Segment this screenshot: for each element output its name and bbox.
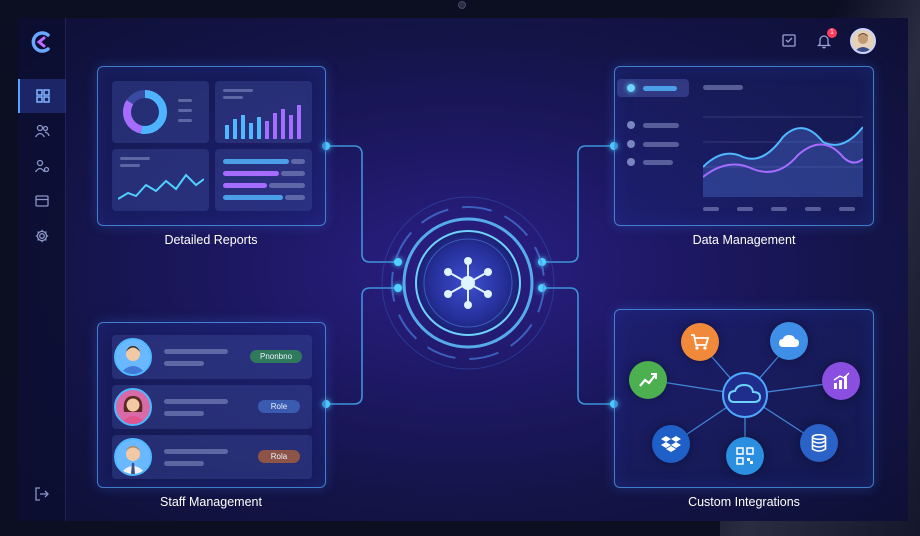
wave-card [112,149,209,211]
user-avatar[interactable] [850,28,876,54]
integration-links [648,341,842,456]
logout-icon [35,487,49,501]
node-hub-right-bottom [538,284,546,292]
person-image [120,446,146,474]
mini-line-chart [118,173,204,200]
nav-billing[interactable] [18,184,66,218]
reports-caption: Detailed Reports [164,233,258,247]
node-hub-left-top [394,258,402,266]
data-panel[interactable] [614,66,874,226]
progress-card [215,149,312,211]
dashboard-screen: 1 [18,18,908,521]
gear-icon [35,229,49,243]
avatar-image [852,30,874,52]
reports-panel[interactable] [97,66,326,226]
donut-chart [123,90,167,134]
cart-icon[interactable] [681,323,719,361]
area-chart [703,116,863,197]
nav-users[interactable] [18,114,66,148]
node-staff [322,400,330,408]
app-logo[interactable] [30,30,54,54]
notifications-button[interactable]: 1 [813,28,837,52]
node-reports [322,142,330,150]
bell-icon [816,35,832,49]
avatar [114,438,152,476]
person-image [120,346,146,374]
chart-icon[interactable] [629,361,667,399]
integrations-panel[interactable] [614,309,874,488]
cloud-icon[interactable] [770,322,808,360]
staff-row[interactable]: Role [112,385,312,429]
avatar [114,388,152,426]
qr-code-icon[interactable] [726,437,764,475]
bar-chart-icon[interactable] [822,362,860,400]
users-icon [34,124,50,138]
dashboard-icon [36,89,50,103]
message-icon [782,34,796,47]
integrations-caption: Custom Integrations [688,495,800,509]
staff-row[interactable]: Pnonbno [112,335,312,379]
card-icon [35,195,49,207]
avatar [114,338,152,376]
nav-settings[interactable] [18,219,66,253]
person-image [120,396,146,424]
central-hub [381,196,555,370]
database-icon[interactable] [800,424,838,462]
node-hub-left-bottom [394,284,402,292]
nav-logout[interactable] [18,477,66,511]
staff-tag: Rola [258,450,300,463]
webcam [458,1,466,9]
staff-row[interactable]: Rola [112,435,312,479]
nav-user-settings[interactable] [18,149,66,183]
connection-lines [326,145,614,405]
messages-button[interactable] [778,30,800,52]
staff-caption: Staff Management [160,495,262,509]
user-settings-icon [34,159,50,173]
staff-tag: Pnonbno [250,350,302,363]
staff-tag: Role [258,400,300,413]
donut-card [112,81,209,143]
mini-bar-chart [225,105,301,139]
sidebar [18,18,66,521]
nav-dashboard[interactable] [18,79,66,113]
staff-panel[interactable]: Pnonbno Role Rola [97,322,326,488]
dropbox-icon[interactable] [652,425,690,463]
bar-card [215,81,312,143]
notification-badge: 1 [827,28,837,38]
data-caption: Data Management [692,233,796,247]
